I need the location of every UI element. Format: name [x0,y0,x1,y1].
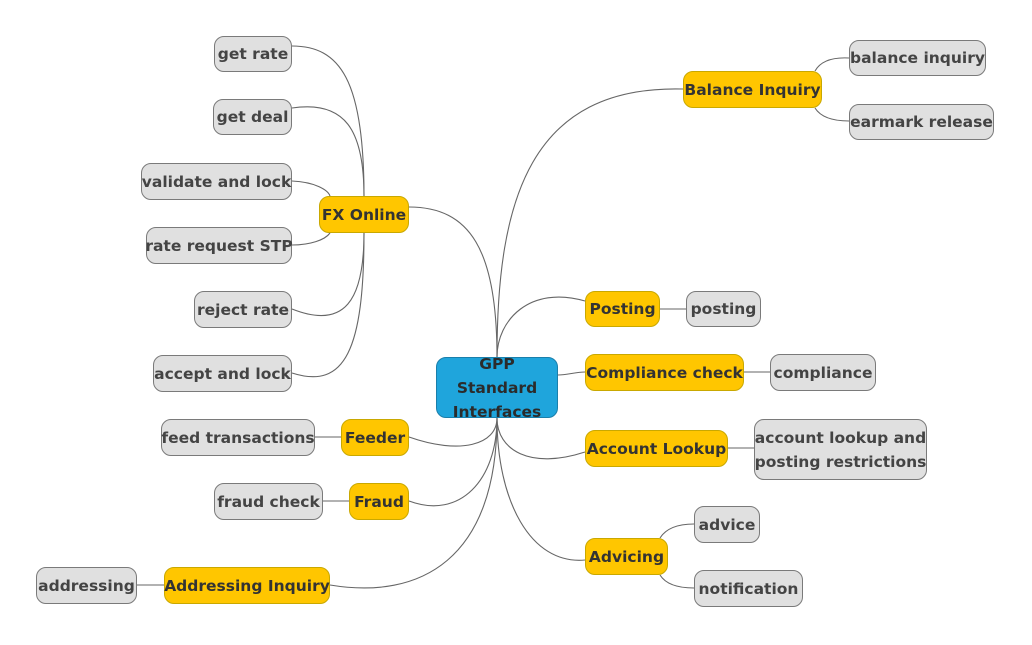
branch-addressing-inquiry[interactable]: Addressing Inquiry [164,567,330,604]
link-balance-earmark-release [814,107,850,122]
leaf-validate-and-lock[interactable]: validate and lock [141,163,292,200]
leaf-advice[interactable]: advice [694,506,760,543]
link-root-posting [496,296,586,358]
leaf-reject-rate[interactable]: reject rate [194,291,292,328]
leaf-get-deal[interactable]: get deal [213,99,292,135]
leaf-fraud-check[interactable]: fraud check [214,483,323,520]
link-root-advicing [496,417,586,561]
link-balance-balance-inquiry [814,57,850,72]
account-lookup-line1: account lookup and [754,428,927,447]
branch-posting[interactable]: Posting [585,291,660,327]
leaf-compliance[interactable]: compliance [770,354,876,391]
leaf-earmark-release[interactable]: earmark release [849,104,994,140]
link-fx-validate-and-lock [291,180,331,197]
leaf-notification[interactable]: notification [694,570,803,607]
root-label-line1: GPP Standard [456,354,538,397]
leaf-account-lookup-and-posting-restrictions[interactable]: account lookup and posting restrictions [754,419,927,480]
link-fx-reject-rate [291,232,365,317]
link-advicing-notification [659,574,695,589]
leaf-posting[interactable]: posting [686,291,761,327]
branch-fx-online[interactable]: FX Online [319,196,409,233]
branch-advicing[interactable]: Advicing [585,538,668,575]
link-root-balance-inquiry [496,88,684,358]
branch-feeder[interactable]: Feeder [341,419,409,456]
link-root-account-lookup [496,417,586,460]
link-root-addressing-inquiry [329,417,498,589]
root-label-line2: Interfaces [452,402,542,421]
branch-account-lookup[interactable]: Account Lookup [585,430,728,467]
connector-group [137,45,850,589]
link-fx-get-deal [291,106,365,197]
leaf-accept-and-lock[interactable]: accept and lock [153,355,292,392]
leaf-addressing[interactable]: addressing [36,567,137,604]
leaf-rate-request-stp[interactable]: rate request STP [145,227,293,264]
branch-fraud[interactable]: Fraud [349,483,409,520]
link-advicing-advice [659,523,695,539]
leaf-feed-transactions[interactable]: feed transactions [161,419,315,456]
account-lookup-line2: posting restrictions [754,452,927,471]
leaf-balance-inquiry[interactable]: balance inquiry [849,40,986,76]
branch-compliance-check[interactable]: Compliance check [585,354,744,391]
link-root-fraud [408,417,498,507]
link-fx-accept-and-lock [291,232,365,378]
link-root-fx-online [408,206,498,358]
link-fx-get-rate [291,45,365,197]
leaf-get-rate[interactable]: get rate [214,36,292,72]
branch-balance-inquiry[interactable]: Balance Inquiry [683,71,822,108]
link-fx-rate-request-stp [291,232,331,246]
root-node[interactable]: GPP Standard Interfaces [436,355,558,421]
link-root-feeder [408,417,498,447]
link-root-compliance-check [557,371,586,376]
